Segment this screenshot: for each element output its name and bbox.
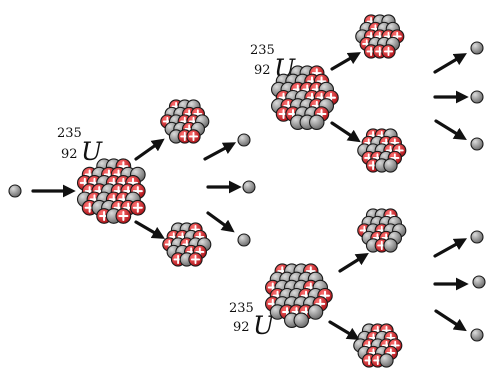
arrow: [330, 52, 361, 71]
proton: [115, 208, 132, 224]
neutron: [383, 238, 398, 253]
arrow: [206, 211, 235, 233]
neutron: [293, 312, 310, 328]
uranium-nucleus: [76, 158, 146, 224]
atomic-number: 92: [233, 320, 250, 335]
fission-fragment: [355, 14, 405, 59]
free-neutron: [470, 230, 484, 244]
free-neutron: [470, 41, 484, 55]
free-neutron: [470, 328, 484, 342]
fission-fragment: [353, 323, 403, 368]
neutron: [379, 353, 394, 368]
proton: [381, 44, 396, 59]
arrow: [434, 119, 467, 141]
arrow: [330, 121, 361, 143]
fission-fragment: [357, 208, 407, 253]
neutron: [383, 158, 398, 173]
isotope-label-gen2-bottom: 235 92 U: [229, 301, 275, 340]
arrow: [433, 238, 468, 258]
arrow: [203, 142, 237, 161]
free-neutron: [470, 137, 484, 151]
uranium-nucleus: [265, 263, 333, 328]
element-symbol: U: [81, 137, 103, 166]
isotope-label-gen1: 235 92 U: [57, 126, 103, 166]
fission-fragment: [160, 99, 210, 144]
arrow: [434, 309, 467, 332]
nuclei: [76, 14, 407, 368]
proton: [186, 129, 201, 144]
arrows: [31, 52, 469, 340]
free-neutron: [8, 184, 22, 198]
free-neutron: [470, 90, 484, 104]
free-neutrons: [8, 41, 486, 342]
free-neutron: [237, 133, 251, 147]
fission-fragment: [357, 128, 407, 173]
fission-fragment: [162, 222, 212, 267]
free-neutron: [472, 275, 486, 289]
proton: [188, 252, 203, 267]
free-neutron: [237, 233, 251, 247]
atomic-number: 92: [61, 147, 78, 162]
arrow: [433, 53, 467, 74]
arrow: [338, 252, 369, 273]
free-neutron: [242, 180, 256, 194]
arrow: [328, 320, 360, 340]
proton: [129, 199, 146, 216]
arrow: [134, 220, 165, 239]
mass-number: 235: [229, 301, 254, 316]
element-symbol: U: [253, 311, 275, 340]
atomic-number: 92: [254, 63, 271, 78]
mass-number: 235: [57, 126, 82, 141]
neutron: [307, 304, 324, 320]
arrow: [134, 138, 165, 161]
neutron: [309, 114, 325, 130]
uranium-nucleus: [271, 65, 339, 130]
mass-number: 235: [250, 43, 275, 58]
